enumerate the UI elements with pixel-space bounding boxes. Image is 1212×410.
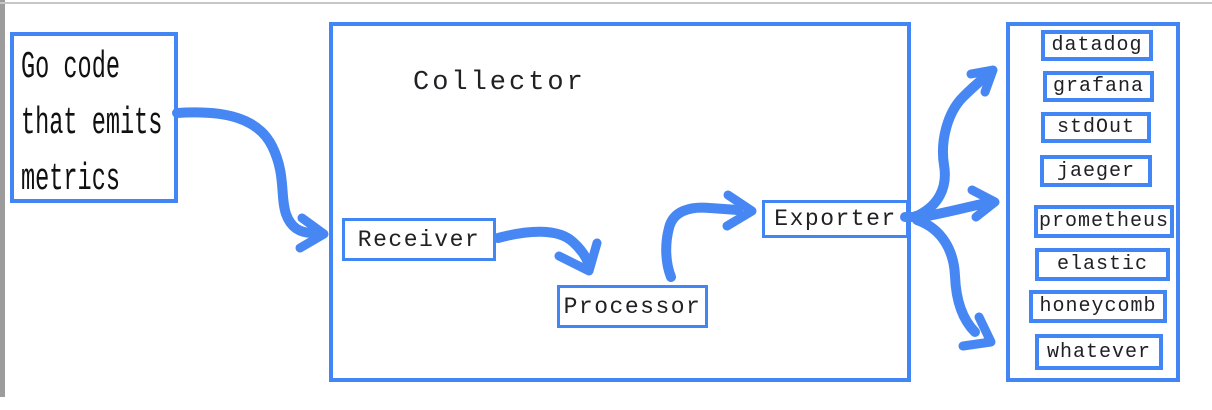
- arrow-exporter-fan-down[interactable]: [912, 215, 980, 337]
- processor-box[interactable]: Processor: [557, 285, 708, 328]
- output-item-grafana[interactable]: grafana: [1043, 71, 1154, 102]
- source-code-box[interactable]: Go code that emits metrics: [10, 32, 178, 203]
- arrow-receiver-to-processor-head: [554, 238, 602, 276]
- arrow-exporter-fan-middle[interactable]: [912, 199, 987, 223]
- output-item-whatever[interactable]: whatever: [1035, 334, 1163, 370]
- receiver-label: Receiver: [357, 226, 481, 253]
- source-box-label-line1: Go code: [21, 46, 120, 89]
- output-item-jaeger[interactable]: jaeger: [1040, 155, 1152, 187]
- output-label-jaeger: jaeger: [1056, 159, 1135, 183]
- output-label-whatever: whatever: [1046, 340, 1151, 364]
- output-label-datadog: datadog: [1051, 34, 1143, 57]
- arrow-exporter-fan-middle-head: [967, 185, 1000, 222]
- arrow-source-to-collector[interactable]: [172, 107, 318, 238]
- output-label-stdout: stdOut: [1056, 116, 1135, 139]
- exporter-label: Exporter: [774, 206, 897, 232]
- output-label-prometheus: prometheus: [1038, 210, 1170, 233]
- arrow-processor-to-exporter[interactable]: [661, 202, 743, 282]
- output-item-datadog[interactable]: datadog: [1041, 30, 1153, 61]
- arrow-processor-to-exporter-head: [722, 190, 757, 231]
- arrow-exporter-fan-up[interactable]: [912, 72, 990, 221]
- output-label-grafana: grafana: [1052, 75, 1144, 98]
- arrow-exporter-fan-up-head: [966, 65, 998, 97]
- source-box-label-line3: metrics: [21, 158, 120, 201]
- receiver-box[interactable]: Receiver: [342, 218, 496, 261]
- arrow-exporter-fan-down-head: [958, 312, 996, 351]
- arrow-receiver-to-processor[interactable]: [493, 226, 594, 270]
- output-label-honeycomb: honeycomb: [1039, 295, 1157, 318]
- output-item-prometheus[interactable]: prometheus: [1034, 205, 1174, 238]
- canvas-top-edge: [0, 2, 1212, 4]
- output-item-elastic[interactable]: elastic: [1035, 248, 1170, 281]
- exporter-box[interactable]: Exporter: [762, 200, 909, 238]
- output-label-elastic: elastic: [1056, 253, 1148, 276]
- collector-title: Collector: [413, 68, 586, 98]
- arrow-source-to-collector-head: [295, 213, 329, 253]
- processor-label: Processor: [563, 293, 702, 320]
- canvas-left-edge: [0, 0, 5, 397]
- output-item-stdout[interactable]: stdOut: [1041, 112, 1151, 143]
- output-item-honeycomb[interactable]: honeycomb: [1029, 290, 1167, 323]
